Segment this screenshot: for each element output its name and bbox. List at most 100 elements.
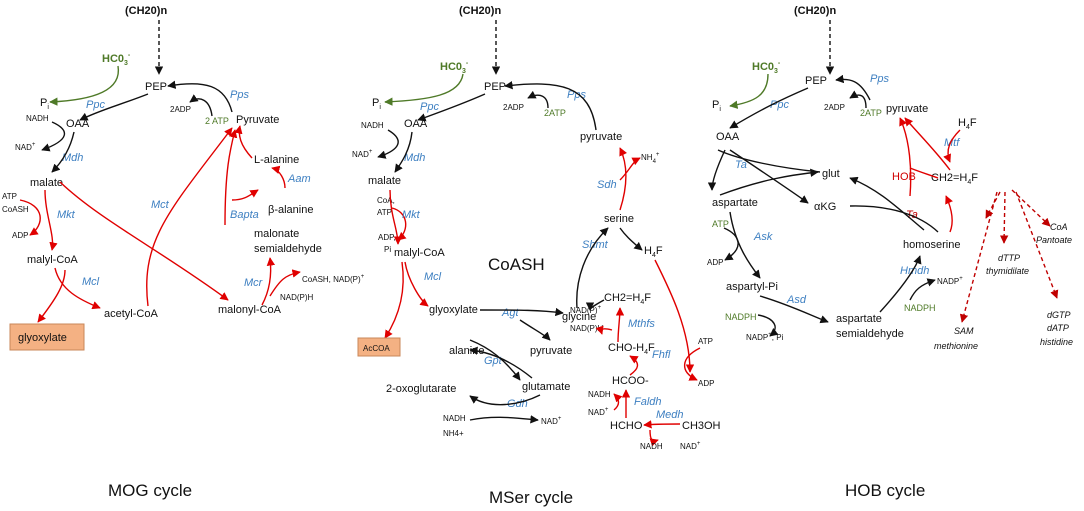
hob-pep: PEP: [805, 75, 827, 87]
mog-2atp: 2 ATP: [205, 116, 229, 126]
mser-nh4: NH4+: [641, 152, 660, 165]
mser-oaa-malate-arrow: [394, 131, 413, 173]
mog-mct-arrow1: [59, 181, 229, 301]
mser-coash: CoASH: [488, 255, 545, 274]
mser-glycine: glycine: [562, 311, 596, 323]
hob-atp-adp-arrow: [723, 227, 739, 261]
hob-dgtp: dGTP: [1047, 310, 1071, 320]
hob-oaa-akg-arrow: [729, 149, 809, 204]
mser-adp-pi-1: ADP,: [378, 233, 396, 242]
mog-malonate2: semialdehyde: [254, 243, 322, 255]
mser-malyl-glyox-arrow: [404, 261, 429, 307]
mog-atp: ATP: [2, 192, 17, 201]
mser-enz-fhfl: Fhfl: [652, 349, 671, 361]
mog-pi: Pi: [40, 97, 49, 111]
hob-to-coa2-arrow: [1011, 189, 1051, 227]
mser-nad3: NAD+: [680, 441, 701, 451]
hob-methionine: methionine: [934, 341, 978, 351]
mog-pep-oaa-arrow: [79, 93, 149, 121]
mog-coash: CoASH: [2, 205, 29, 214]
mog-enz-mcl: Mcl: [82, 276, 100, 288]
hob-hob: HOB: [892, 171, 916, 183]
mog-malyl-glyox-arrow: [37, 269, 66, 323]
hob-ch2o: (CH20)n: [794, 5, 836, 17]
mog-enz-mdh: Mdh: [62, 152, 83, 164]
mser-pyr-pep-arrow: [504, 81, 597, 131]
mser-serine-pyr-arrow: [619, 147, 628, 211]
hob-aspartate: aspartate: [712, 197, 758, 209]
hob-oaa-asp-arrow: [707, 149, 726, 191]
mser-enz-faldh: Faldh: [634, 396, 662, 408]
mog-enz-mcr: Mcr: [244, 277, 264, 289]
mser-coa-atp-2: ATP: [377, 208, 392, 217]
mser-nh4plus: NH4+: [443, 429, 464, 438]
hob-aspp-semi-arrow: [759, 295, 829, 324]
hob-atp-arrow: [849, 90, 867, 109]
mog-malyl-acetyl-arrow: [54, 267, 101, 310]
mser-pep-oaa-arrow: [417, 93, 486, 122]
mog-oaa: OAA: [66, 118, 90, 130]
hob-to-dgtp-arrow: [1015, 191, 1059, 299]
mser-glutamate: glutamate: [522, 381, 570, 393]
mser-nadh-arrow: [377, 129, 399, 159]
mser-pep: PEP: [484, 81, 506, 93]
mser-adp: ADP: [698, 379, 714, 388]
hob-enz-asd: Asd: [786, 294, 807, 306]
hob-to-dttp-arrow: [999, 191, 1009, 244]
mog-balanine: β-alanine: [268, 204, 313, 216]
hob-akg-homo-line: [849, 205, 939, 233]
mser-nadph: NAD(P)H: [570, 324, 604, 333]
mog-malylcoa: malyl-CoA: [27, 254, 78, 266]
hob-enz-mtf: Mtf: [944, 137, 960, 149]
mser-nad-arrow: [613, 393, 623, 411]
mog-mct-arrow2: [146, 127, 233, 307]
mog-enz-aam: Aam: [287, 173, 311, 185]
mser-choh4f: CHO-H4F: [608, 342, 655, 356]
mser-coa-atp-1: CoA,: [377, 196, 395, 205]
mser-nh4-arrow: [619, 157, 641, 181]
mser-oxoglut: 2-oxoglutarate: [386, 383, 456, 395]
hob-cycle-title: HOB cycle: [845, 481, 925, 500]
hob-glut-oaa-line: [717, 149, 821, 173]
mser-nad: NAD+: [352, 149, 373, 159]
hob-pyr-pep-arrow: [835, 74, 871, 101]
hob-pi: Pi: [712, 99, 721, 113]
hob-semi-homo-arrow: [879, 255, 922, 313]
mog-atp-arrow2: [19, 199, 41, 236]
hob-adp: ADP: [707, 258, 723, 267]
hob-hco3-arrow: [729, 73, 769, 109]
mog-glyoxylate-box: [9, 323, 85, 351]
hob-nadp: NADP+: [937, 276, 963, 286]
hob-hob-ch2-link: [909, 167, 939, 179]
mser-gly-serine-arrow: [576, 227, 609, 309]
hob-homo-glut-arrow: [849, 176, 925, 231]
mog-nadh: NADH: [26, 114, 49, 123]
mog-hco3-arrow: [49, 65, 119, 106]
hob-nadph: NADPH: [725, 312, 757, 322]
hob-nadph2: NADPH: [904, 303, 936, 313]
hob-akg: αKG: [814, 201, 836, 213]
mser-glu-oxo-arrow: [469, 394, 541, 406]
mog-ch2o: (CH20)n: [125, 5, 167, 17]
hob-enz-hmdh: Hmdh: [900, 265, 929, 277]
hob-2atp: 2ATP: [860, 108, 882, 118]
mog-nad: NAD+: [15, 142, 36, 152]
mser-cycle-title: MSer cycle: [489, 488, 573, 507]
mser-medh-nadh-arrow: [649, 429, 659, 447]
mser-nadh3: NADH: [640, 442, 663, 451]
mog-glyoxylate: glyoxylate: [18, 332, 67, 344]
hob-to-sam-arrow: [959, 191, 998, 323]
mog-malonylcoa: malonyl-CoA: [218, 304, 282, 316]
hob-h4f: H4F: [958, 117, 977, 131]
mser-ch2-gly-arrow: [585, 299, 605, 311]
mser-enz-shmt: Shmt: [582, 239, 609, 251]
mser-nadh2: NADH: [588, 390, 611, 399]
mser-nadh: NADH: [361, 121, 384, 130]
mser-cycle: (CH20)n HC03- PEP Pi Ppc NADH OAA NAD+ M…: [352, 5, 721, 451]
mser-enz-mcl: Mcl: [424, 271, 442, 283]
mog-nadph: NAD(P)H: [280, 293, 314, 302]
mser-hco3: HC03-: [440, 60, 469, 75]
mser-pyruvate: pyruvate: [580, 131, 622, 143]
hob-enz-ta: Ta: [735, 159, 747, 171]
